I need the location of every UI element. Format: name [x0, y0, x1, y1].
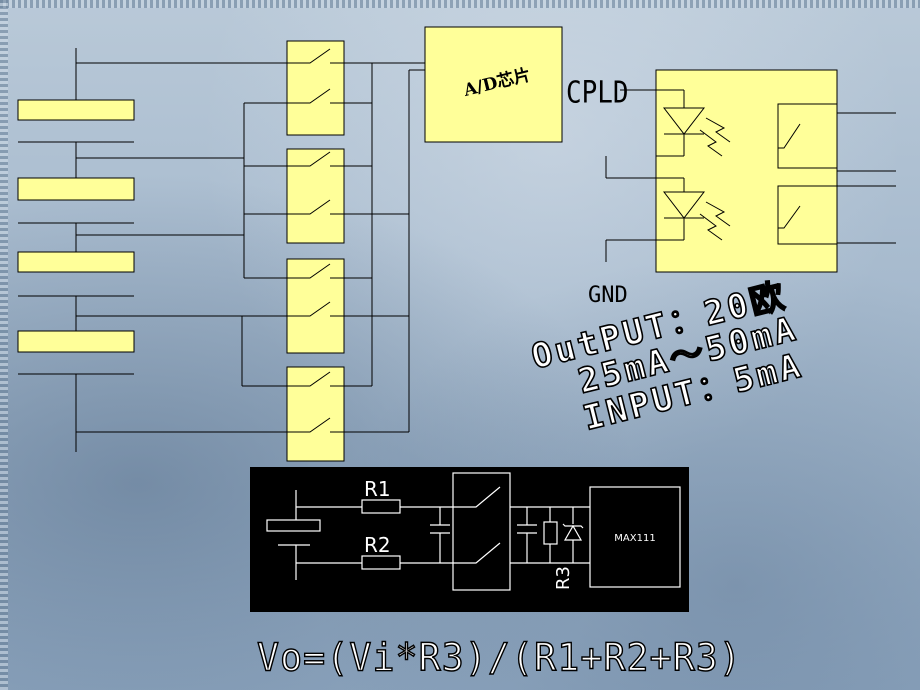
max111-label: MAX111	[614, 533, 655, 544]
top-border-strip	[0, 0, 920, 8]
resistor-2	[17, 177, 135, 201]
relay-switches	[287, 48, 344, 433]
relay-4	[286, 366, 345, 462]
input-schematic: R1 R2 R3 MAX111	[250, 467, 689, 612]
bus-wires	[76, 62, 287, 433]
optocoupler-module	[605, 69, 896, 273]
relay-1	[286, 40, 345, 136]
ad-chip	[424, 26, 563, 143]
led-icon-1	[662, 107, 731, 157]
relay-3	[286, 258, 345, 354]
resistor-4	[17, 330, 135, 353]
left-border-strip	[0, 0, 8, 690]
cpld-label: CPLD	[566, 75, 629, 110]
input-resistors	[17, 99, 135, 353]
gnd-label: GND	[588, 283, 628, 308]
resistor-3	[17, 251, 135, 273]
resistor-1	[17, 99, 135, 121]
relay-boxes	[286, 40, 345, 462]
r1-label: R1	[364, 477, 391, 501]
r2-label: R2	[364, 533, 391, 557]
relay-2	[286, 148, 345, 244]
r3-label: R3	[553, 566, 574, 590]
specs-group: OutPUT：20欧 25mA～50mA INPUT：5mA	[527, 275, 808, 440]
ad-wires	[344, 62, 425, 433]
input-bus	[18, 48, 134, 452]
led-icon-2	[662, 191, 731, 241]
formula-text: Vo=(Vi*R3)/(R1+R2+R3)	[257, 634, 742, 680]
